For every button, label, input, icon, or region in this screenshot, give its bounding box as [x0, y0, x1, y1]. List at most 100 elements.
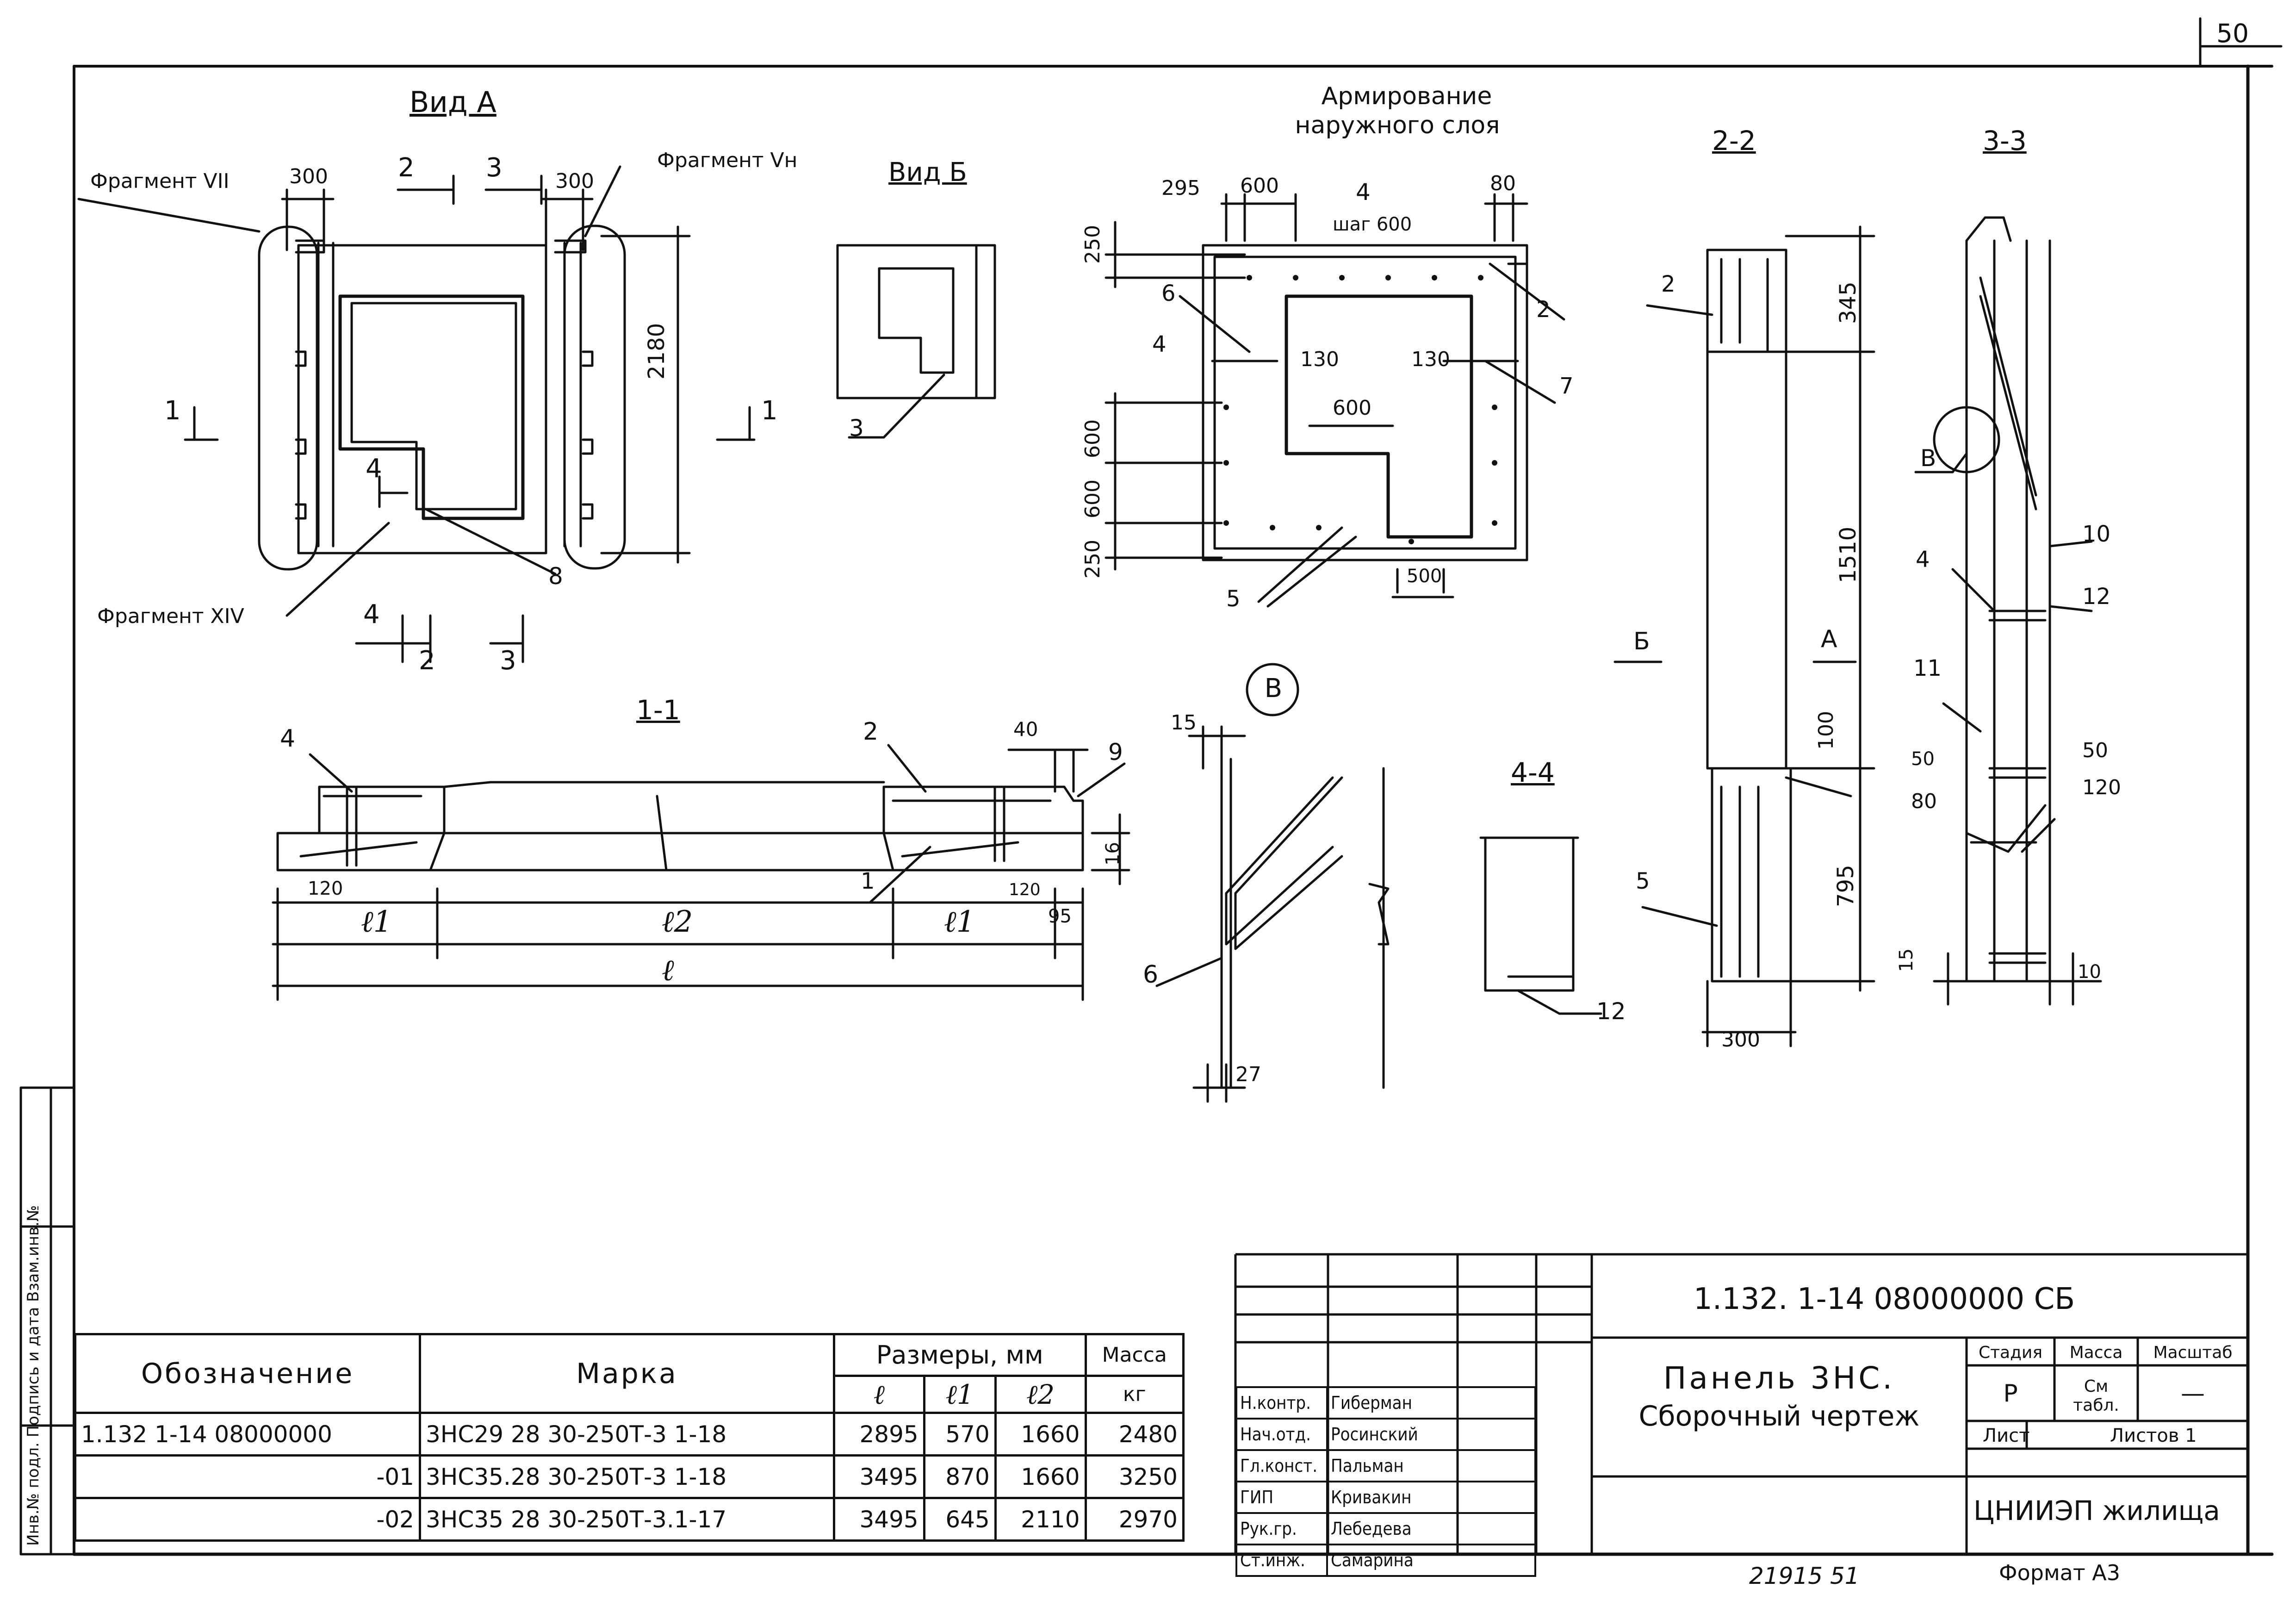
dim-600-top: 600 [1240, 174, 1279, 198]
row-mass: 2480 [1084, 1412, 1185, 1457]
step-600-label: шаг 600 [1333, 214, 1412, 235]
signer-row: Ст.инж.Самарина [1235, 1544, 1536, 1577]
signer-role: Гл.конст. [1235, 1449, 1328, 1482]
label-l: ℓ [662, 953, 674, 988]
mark-3: 3 [849, 415, 864, 442]
mark-12-s44: 12 [1596, 998, 1626, 1025]
dim-130-right: 130 [1411, 348, 1450, 371]
signer-name: Лебедева [1326, 1512, 1536, 1545]
specification-table: Обозначение Марка Размеры, мм Масса ℓ ℓ1… [74, 1333, 1185, 1542]
row-designation: -01 [74, 1454, 421, 1499]
row-mark: 3НС35 28 30-250Т-3.1-17 [419, 1497, 835, 1542]
mark-2-s22: 2 [1661, 271, 1675, 297]
signer-name: Пальман [1326, 1449, 1536, 1482]
mass-header: Масса [2069, 1343, 2123, 1362]
cut-mark-4-bottom: 4 [363, 599, 380, 629]
header-l1: ℓ1 [923, 1375, 997, 1414]
row-l1: 645 [923, 1497, 997, 1542]
document-code: 1.132. 1-14 08000000 СБ [1694, 1282, 2075, 1316]
label-l1-right: ℓ1 [944, 905, 975, 939]
dim-130-left: 130 [1300, 348, 1339, 371]
dim-50-right: 50 [2082, 739, 2108, 762]
arrow-label-a: А [1821, 625, 1837, 653]
header-mass: Масса [1084, 1333, 1185, 1377]
row-l: 3495 [833, 1454, 925, 1499]
section-3-3-drawing [1914, 216, 2102, 1006]
stage-header: Стадия [1978, 1343, 2043, 1362]
header-kg: кг [1084, 1375, 1185, 1414]
mark-9: 9 [1108, 739, 1123, 766]
label-l1-left: ℓ1 [361, 905, 392, 939]
sheets-label: Листов 1 [2110, 1425, 2197, 1446]
section-4-4-title: 4-4 [1511, 757, 1555, 788]
side-stamp [19, 1086, 75, 1556]
footer-number: 21915 51 [1749, 1563, 1860, 1589]
dim-80-s33: 80 [1911, 790, 1937, 813]
signer-name: Гиберман [1326, 1386, 1536, 1420]
signer-row: Рук.гр.Лебедева [1235, 1512, 1536, 1545]
page-number-box [2199, 17, 2283, 66]
view-b-title: Вид Б [888, 157, 967, 187]
table-row: -02 3НС35 28 30-250Т-3.1-17 3495 645 211… [74, 1497, 1185, 1542]
mark-10: 10 [2082, 521, 2111, 547]
reinforcement-title-2: наружного слоя [1295, 112, 1500, 139]
mark-12-s33: 12 [2082, 584, 2111, 610]
row-mark: 3НС29 28 30-250Т-3 1-18 [419, 1412, 835, 1457]
section-2-2-drawing [1613, 225, 1875, 1047]
section-2-2-title: 2-2 [1712, 125, 1756, 156]
row-l1: 870 [923, 1454, 997, 1499]
cut-mark-3-top: 3 [486, 153, 503, 183]
signer-role: Рук.гр. [1235, 1512, 1328, 1545]
mark-4-s33: 4 [1916, 547, 1930, 573]
mark-6-node: 6 [1143, 961, 1159, 989]
cut-mark-4-top: 4 [366, 454, 382, 484]
mark-4-s11: 4 [280, 725, 296, 753]
fragment-xiv-label: Фрагмент XIV [97, 604, 244, 628]
mark-4-plan: 4 [1356, 179, 1371, 206]
signer-row: Нач.отд.Росинский [1235, 1418, 1536, 1451]
reinforcement-title-1: Армирование [1321, 82, 1492, 110]
dim-120-left: 120 [308, 878, 343, 899]
section-4-4-drawing [1479, 836, 1602, 1015]
dim-40: 40 [1013, 718, 1038, 741]
row-l: 2895 [833, 1412, 925, 1457]
fragment-vn-label: Фрагмент Vн [657, 149, 798, 172]
drawing-name-1: Панель 3НС. [1663, 1360, 1895, 1396]
table-row: 1.132 1-14 08000000 3НС29 28 30-250Т-3 1… [74, 1412, 1185, 1457]
dim-500: 500 [1407, 566, 1442, 587]
dim-50-left: 50 [1911, 748, 1935, 770]
signer-row: Гл.конст.Пальман [1235, 1449, 1536, 1482]
signer-role: Н.контр. [1235, 1386, 1328, 1420]
row-l1: 570 [923, 1412, 997, 1457]
mark-6-plan: 6 [1161, 280, 1176, 306]
row-l2: 1660 [994, 1454, 1087, 1499]
mark-5-plan: 5 [1226, 586, 1241, 612]
scale-value: — [2181, 1380, 2205, 1407]
node-b-title: В [1264, 673, 1283, 704]
label-l2: ℓ2 [662, 905, 693, 939]
row-mass: 3250 [1084, 1454, 1185, 1499]
signer-role: Ст.инж. [1235, 1544, 1328, 1577]
mark-2-s11: 2 [863, 718, 879, 746]
header-designation: Обозначение [74, 1333, 421, 1414]
row-mark: 3НС35.28 30-250Т-3 1-18 [419, 1454, 835, 1499]
cut-mark-2-top: 2 [398, 153, 415, 183]
mark-1-s11: 1 [861, 868, 875, 894]
row-mass: 2970 [1084, 1497, 1185, 1542]
row-l: 3495 [833, 1497, 925, 1542]
dim-295: 295 [1161, 176, 1200, 200]
section-1-1-drawing [272, 744, 1130, 1001]
fragment-vii-label: Фрагмент VII [90, 169, 230, 193]
dim-300-left: 300 [289, 165, 328, 188]
sheet-label: Лист [1983, 1425, 2030, 1446]
drawing-name-2: Сборочный чертеж [1638, 1400, 1920, 1432]
dim-27: 27 [1235, 1063, 1261, 1086]
dim-95: 95 [1048, 906, 1072, 927]
page-number: 50 [2216, 19, 2249, 48]
signer-name: Кривакин [1326, 1481, 1536, 1514]
mark-5-s22: 5 [1636, 868, 1650, 894]
section-1-1-title: 1-1 [636, 694, 680, 726]
view-a-drawing [77, 165, 756, 663]
section-3-3-title: 3-3 [1983, 125, 2027, 156]
